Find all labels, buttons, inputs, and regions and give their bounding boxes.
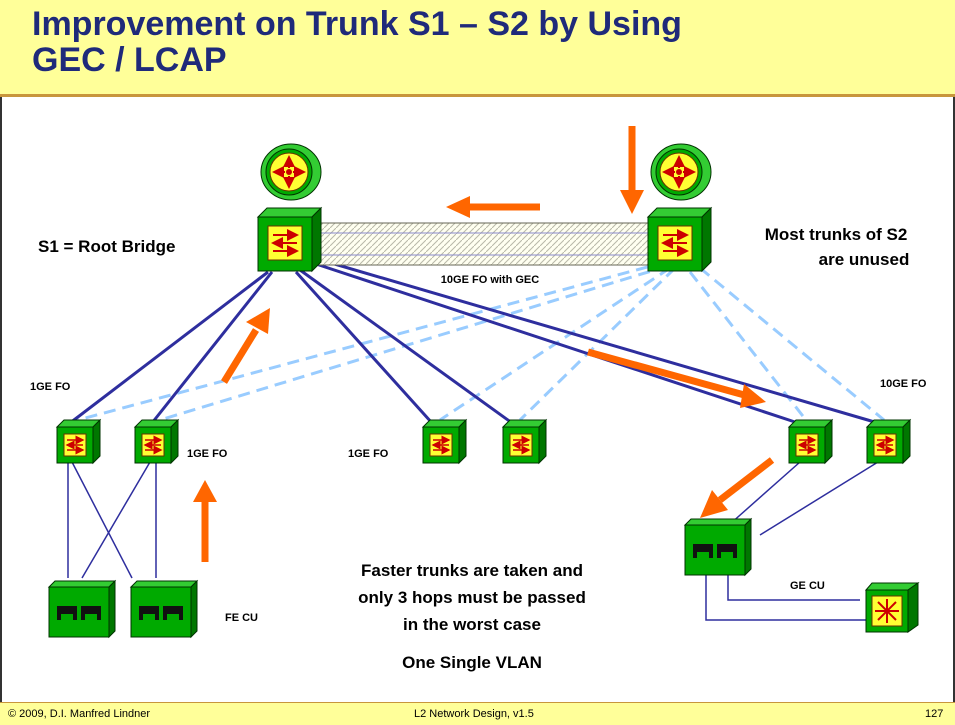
gec-trunk bbox=[306, 222, 659, 266]
title-bar: Improvement on Trunk S1 – S2 by Using GE… bbox=[0, 0, 955, 97]
s2-note-line2: are unused bbox=[819, 250, 910, 269]
access-switch-3-icon bbox=[423, 420, 466, 463]
path-arrows bbox=[193, 126, 775, 562]
star-switch-icon bbox=[864, 582, 920, 633]
footer-course: L2 Network Design, v1.5 bbox=[414, 708, 534, 720]
link-label-10ge-fo: 10GE FO bbox=[880, 378, 927, 390]
hub-1-icon bbox=[48, 580, 116, 638]
access-switch-2-icon bbox=[135, 420, 178, 463]
access-links bbox=[67, 461, 879, 621]
s1-root-bridge-label: S1 = Root Bridge bbox=[38, 237, 175, 256]
link-label-1ge-fo-center: 1GE FO bbox=[348, 448, 389, 460]
note-line4: One Single VLAN bbox=[402, 653, 542, 672]
access-switch-4-icon bbox=[503, 420, 546, 463]
note-line1: Faster trunks are taken and bbox=[361, 561, 583, 580]
link-label-1ge-fo-mid: 1GE FO bbox=[187, 448, 228, 460]
content-frame bbox=[0, 97, 955, 702]
active-links bbox=[69, 256, 879, 425]
link-label-fe-cu: FE CU bbox=[225, 612, 258, 624]
access-switch-5-icon bbox=[789, 420, 832, 463]
s1-root-switch-icon bbox=[258, 208, 321, 271]
hub-2-icon bbox=[130, 580, 198, 638]
access-switch-6-icon bbox=[867, 420, 910, 463]
s2-router-icon bbox=[651, 144, 711, 200]
workgroup-switch-icon bbox=[684, 518, 752, 576]
footer: © 2009, D.I. Manfred Lindner L2 Network … bbox=[0, 702, 955, 725]
s2-switch-icon bbox=[648, 208, 711, 271]
s1-router-icon bbox=[261, 144, 321, 200]
access-switch-1-icon bbox=[57, 420, 100, 463]
link-label-ge-cu: GE CU bbox=[790, 580, 825, 592]
trunk-label: 10GE FO with GEC bbox=[441, 274, 539, 286]
network-diagram: S1 = Root Bridge Most trunks of S2 are u… bbox=[30, 126, 927, 672]
note-line2: only 3 hops must be passed bbox=[358, 588, 586, 607]
slide-title: Improvement on Trunk S1 – S2 by Using GE… bbox=[32, 5, 682, 79]
note-line3: in the worst case bbox=[403, 615, 541, 634]
s2-note-line1: Most trunks of S2 bbox=[765, 225, 908, 244]
link-label-1ge-fo-left: 1GE FO bbox=[30, 381, 71, 393]
footer-copyright: © 2009, D.I. Manfred Lindner bbox=[8, 708, 151, 720]
footer-page-number: 127 bbox=[925, 708, 944, 720]
